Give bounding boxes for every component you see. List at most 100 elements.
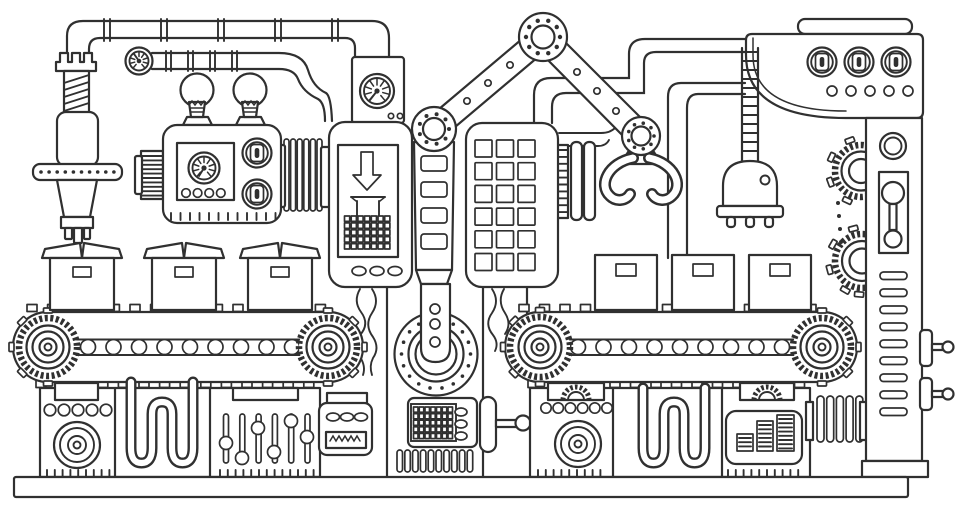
- side-knob: [918, 328, 955, 368]
- scale-ticks: [219, 469, 315, 478]
- pipe-joint-ticks: [103, 18, 333, 42]
- gear-wheel: [8, 307, 81, 387]
- button-ovals: [454, 407, 468, 441]
- gear-wheel: [295, 307, 368, 387]
- press-cone: [55, 178, 99, 219]
- keypad-side-parts: [553, 140, 597, 222]
- waveform-line: [329, 434, 361, 443]
- left-cabinets: [38, 376, 322, 479]
- toggle-switch: [880, 46, 912, 78]
- slider-control: [877, 170, 910, 255]
- press-band: [59, 215, 95, 230]
- arm-joint-top: [517, 11, 569, 63]
- toggle-switch: [241, 178, 273, 210]
- bell-leg: [725, 215, 737, 229]
- closed-box: [747, 253, 813, 312]
- claw-joint: [620, 115, 662, 157]
- tower-gauge-box: [350, 55, 406, 125]
- open-box: [238, 241, 322, 312]
- indicator-dots: [539, 401, 614, 415]
- bell-leg: [744, 215, 756, 229]
- down-arrow-icon: [352, 151, 382, 191]
- speaker-dial: [553, 419, 603, 469]
- conveyor-right: [499, 253, 862, 389]
- vent-slots: [879, 271, 908, 417]
- bellows-bar: [569, 140, 584, 222]
- coupling-collar: [133, 154, 144, 196]
- claw-gripper: [599, 115, 683, 206]
- cabinet-notch: [53, 381, 100, 402]
- side-knob: [918, 376, 955, 412]
- gear-dots: [836, 201, 843, 244]
- pipe-joint-ticks: [109, 18, 339, 42]
- belt-rollers: [569, 338, 791, 356]
- bellows-plate: [804, 400, 815, 442]
- open-box: [142, 241, 226, 312]
- dot-matrix: [343, 215, 391, 250]
- indicator-dots: [387, 112, 404, 120]
- arm-column: [412, 140, 456, 286]
- bellows-bar: [582, 140, 597, 222]
- toggle-switches: [806, 46, 912, 78]
- press-crown: [54, 51, 98, 73]
- half-gear: [751, 384, 783, 401]
- right-column: [860, 116, 955, 479]
- hanging-bell: [715, 159, 785, 229]
- equalizer-panel: [724, 409, 804, 466]
- dot-matrix: [412, 406, 454, 440]
- top-right-control-panel: [744, 17, 925, 120]
- vent-slats: [396, 449, 474, 473]
- lever-ball: [514, 414, 532, 432]
- press-plate: [31, 162, 124, 182]
- pipe-gauge: [124, 46, 154, 76]
- scale-ticks: [537, 469, 602, 478]
- toggle-switch: [241, 137, 273, 169]
- cardboard-boxes: [593, 253, 813, 312]
- press-screw: [62, 69, 91, 115]
- gear-wheel: [789, 307, 862, 387]
- scale-ticks: [727, 469, 800, 478]
- column-slots: [420, 155, 448, 250]
- column-pedestal: [860, 459, 930, 479]
- elbow-pipe-keypad-to-bell: [532, 37, 748, 125]
- half-gear: [560, 384, 592, 401]
- open-box: [40, 241, 124, 312]
- oscilloscope-panel: [317, 391, 374, 457]
- pipe-joint-ticks: [170, 50, 238, 72]
- matrix-panel: [396, 396, 479, 473]
- robot-head-unit: [133, 72, 323, 225]
- arm-rivets: [462, 60, 621, 116]
- toggle-switch: [806, 46, 838, 78]
- lever-rod: [494, 418, 519, 429]
- screw-threads: [63, 74, 90, 112]
- lever-track: [478, 395, 498, 454]
- rod-holes: [429, 303, 441, 348]
- indicator-dots: [43, 403, 113, 417]
- button-ovals: [325, 412, 369, 422]
- scale-ticks: [46, 469, 111, 478]
- button-ovals: [351, 265, 403, 277]
- press-prong: [63, 226, 74, 241]
- bell-leg: [763, 215, 775, 229]
- bellows-ribs: [816, 395, 864, 443]
- chain-pipe: [740, 46, 760, 163]
- indicator-dots: [826, 85, 914, 97]
- light-bulb: [179, 72, 215, 127]
- press-prong: [82, 226, 92, 241]
- coil-tube: [125, 376, 199, 469]
- head-gauge: [187, 151, 221, 185]
- arm-joint-left: [410, 105, 458, 153]
- right-cabinets: [528, 381, 812, 479]
- lever: [478, 395, 532, 454]
- fader-handles: [218, 413, 315, 466]
- robotic-arm: [424, 11, 652, 147]
- keypad-buttons: [474, 139, 536, 272]
- press-body: [55, 110, 100, 168]
- closed-box: [593, 253, 659, 312]
- second-pipe: [124, 46, 334, 123]
- keypad-panel: [464, 121, 560, 289]
- central-tower-display: [319, 120, 414, 289]
- cabinet-notch: [231, 386, 300, 402]
- indicator-dots: [180, 187, 226, 199]
